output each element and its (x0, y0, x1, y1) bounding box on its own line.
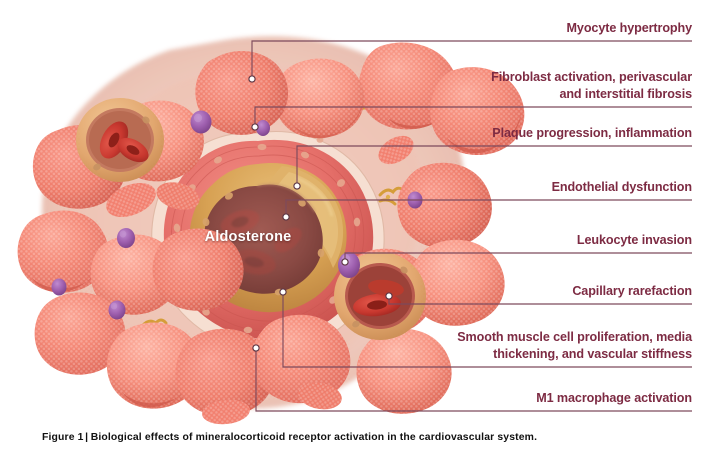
label-endothelial-dysfunction: Endothelial dysfunction (551, 180, 693, 194)
label-line: Fibroblast activation, perivascular (491, 70, 692, 84)
label-fibroblast-activation: Fibroblast activation, perivascular and i… (491, 69, 692, 102)
myocyte (17, 210, 109, 293)
leukocyte (108, 300, 126, 320)
label-capillary-rarefaction: Capillary rarefaction (572, 284, 692, 298)
red-blood-cells (99, 121, 149, 163)
leukocyte (256, 120, 270, 136)
label-m1-macrophage-activation: M1 macrophage activation (536, 391, 692, 405)
leukocyte (190, 110, 212, 134)
caption-figure-number: Figure 1 (42, 432, 84, 443)
myocyte (175, 328, 274, 417)
label-line: thickening, and vascular stiffness (493, 346, 692, 361)
figure-caption: Figure 1|Biological effects of mineraloc… (42, 431, 692, 445)
leukocytes (51, 110, 423, 320)
caption-separator: | (85, 432, 89, 443)
label-plaque-progression: Plaque progression, inflammation (492, 126, 692, 140)
callout-labels: Myocyte hypertrophy Fibroblast activatio… (457, 21, 693, 405)
capillary-upper-left (76, 98, 164, 182)
label-leukocyte-invasion: Leukocyte invasion (576, 233, 692, 247)
label-smooth-muscle-proliferation: Smooth muscle cell proliferation, media t… (457, 329, 692, 362)
label-line: and interstitial fibrosis (559, 86, 692, 101)
caption-text: Biological effects of mineralocorticoid … (90, 432, 538, 443)
leukocyte (51, 278, 67, 296)
myocyte (152, 228, 244, 311)
aldosterone-label: Aldosterone (204, 229, 292, 245)
leukocyte (117, 228, 135, 248)
label-myocyte-hypertrophy: Myocyte hypertrophy (566, 21, 693, 35)
label-line: Smooth muscle cell proliferation, media (457, 330, 692, 344)
myocyte (34, 292, 126, 375)
